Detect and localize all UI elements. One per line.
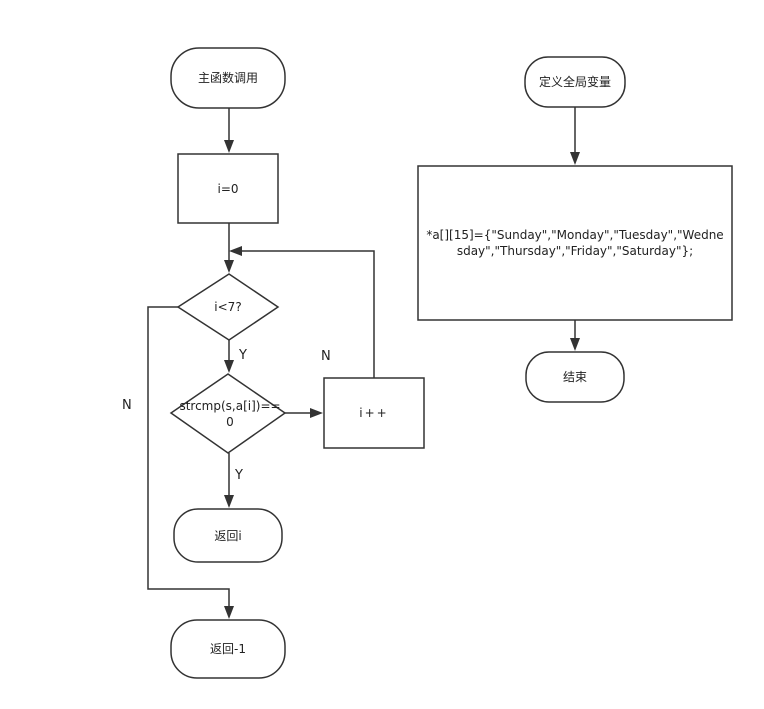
label-increment: i++ [359,406,389,420]
arrowhead [224,260,234,273]
label-end: 结束 [562,370,587,384]
arrowhead [310,408,323,418]
edge-label-no: N [321,349,331,364]
edge-label-no: N [122,398,132,413]
arrowhead [570,338,580,351]
process-increment [323,377,425,449]
label-init-i: i=0 [217,181,239,196]
arrowhead [224,140,234,153]
edge-label-yes: Y [235,468,243,483]
edge-label-yes: Y [239,348,247,363]
terminal-main-call [170,47,286,109]
label-return-neg1: 返回-1 [210,642,246,656]
edge-increment-loop-back [240,250,375,378]
label-return-i: 返回i [214,528,242,543]
process-array-def [417,165,733,321]
label-define-globals: 定义全局变量 [538,75,611,89]
decision-strcmp [169,373,287,454]
terminal-define-globals [524,56,626,108]
arrowhead [224,606,234,619]
arrowhead [224,360,234,373]
arrowhead [570,152,580,165]
terminal-return-neg1 [170,619,286,679]
edge-cond-no-to-return-neg1 [147,306,230,608]
label-array-def: *a[][15]={"Sunday","Monday","Tuesday","W… [426,228,724,258]
label-i-lt-7: i<7? [214,300,242,314]
process-init-i [177,153,279,224]
arrowhead [229,246,242,256]
label-main-call: 主函数调用 [197,71,258,85]
label-strcmp: strcmp(s,a[i])==0 [179,399,281,429]
decision-i-lt-7 [176,273,280,341]
terminal-return-i [173,508,283,563]
terminal-end [525,351,625,403]
arrowhead [224,495,234,508]
